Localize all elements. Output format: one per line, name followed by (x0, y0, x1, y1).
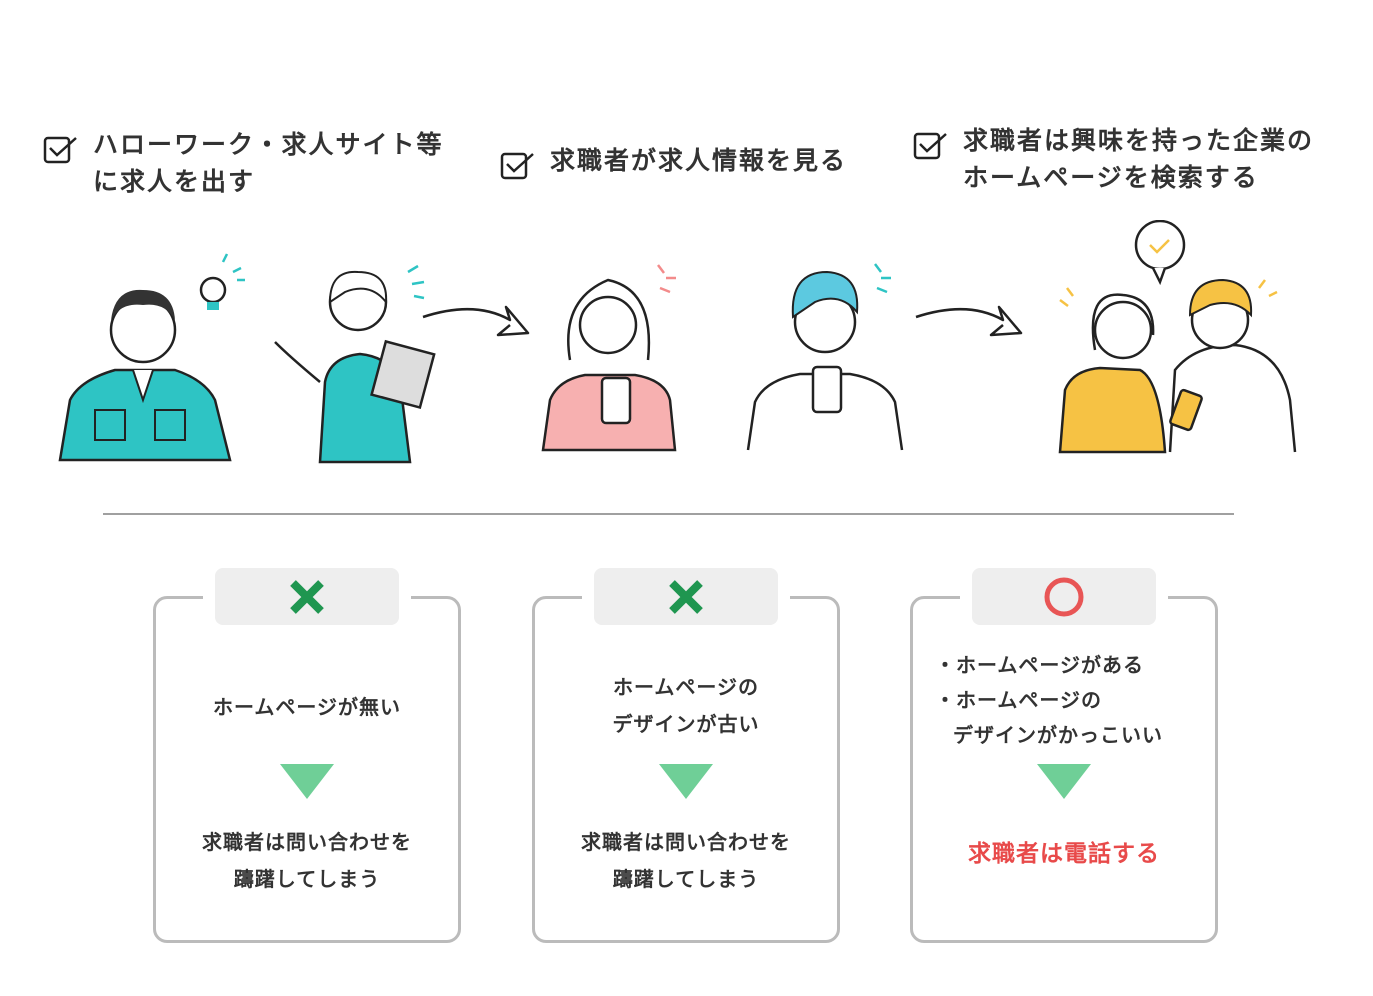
office-woman-illustration (274, 264, 436, 464)
result-text-line2: 躊躇してしまう (233, 867, 381, 891)
result-text-line1: 求職者は問い合わせを (581, 830, 791, 854)
result-mark-tab (594, 568, 778, 625)
section-divider (103, 513, 1234, 515)
result-text-line1: 求職者は問い合わせを (202, 830, 412, 854)
checkbox-icon (500, 152, 534, 180)
jobseeker-woman-illustration (541, 264, 677, 452)
result-mark-tab (215, 568, 399, 625)
card-old-design: ホームページの デザインが古い 求職者は問い合わせを 躊躇してしまう (532, 568, 840, 943)
down-triangle-icon (280, 764, 334, 799)
couple-searching-illustration (1058, 220, 1297, 454)
bullet-item-continued: デザインがかっこいい (953, 723, 1163, 747)
step-2-heading: 求職者が求人情報を見る (500, 142, 847, 182)
step-1-line2: に求人を出す (93, 167, 256, 196)
cross-icon (669, 579, 703, 614)
step-3-line2: ホームページを検索する (963, 163, 1259, 192)
flow-arrow-icon (915, 305, 1023, 337)
step-2-line1: 求職者が求人情報を見る (550, 146, 848, 175)
step-3-heading: 求職者は興味を持った企業のホームページを検索する (913, 122, 1314, 196)
step-1-heading: ハローワーク・求人サイト等に求人を出す (43, 126, 444, 200)
checkbox-icon (913, 132, 947, 160)
card-no-homepage: ホームページが無い 求職者は問い合わせを 躊躇してしまう (153, 568, 461, 943)
circle-icon (1044, 577, 1084, 616)
condition-text-line2: デザインが古い (612, 712, 760, 736)
condition-text-line1: ホームページの (613, 675, 759, 699)
employer-man-illustration (58, 253, 245, 462)
result-text-line2: 躊躇してしまう (612, 867, 760, 891)
result-text: 求職者は電話する (968, 841, 1160, 867)
jobseeker-man-illustration (746, 263, 904, 451)
bullet-item: ・ホームページがある (935, 653, 1144, 677)
down-triangle-icon (659, 764, 713, 799)
condition-text: ホームページが無い (213, 695, 401, 719)
result-mark-tab (972, 568, 1156, 625)
flow-arrow-icon (422, 305, 530, 337)
checkbox-icon (43, 136, 77, 164)
card-cool-design: ・ホームページがある ・ホームページの デザインがかっこいい 求職者は電話する (910, 568, 1218, 943)
down-triangle-icon (1037, 764, 1091, 799)
bullet-item: ・ホームページの (935, 688, 1102, 712)
step-1-line1: ハローワーク・求人サイト等 (93, 130, 444, 159)
cross-icon (290, 579, 324, 614)
step-3-line1: 求職者は興味を持った企業の (963, 126, 1315, 155)
